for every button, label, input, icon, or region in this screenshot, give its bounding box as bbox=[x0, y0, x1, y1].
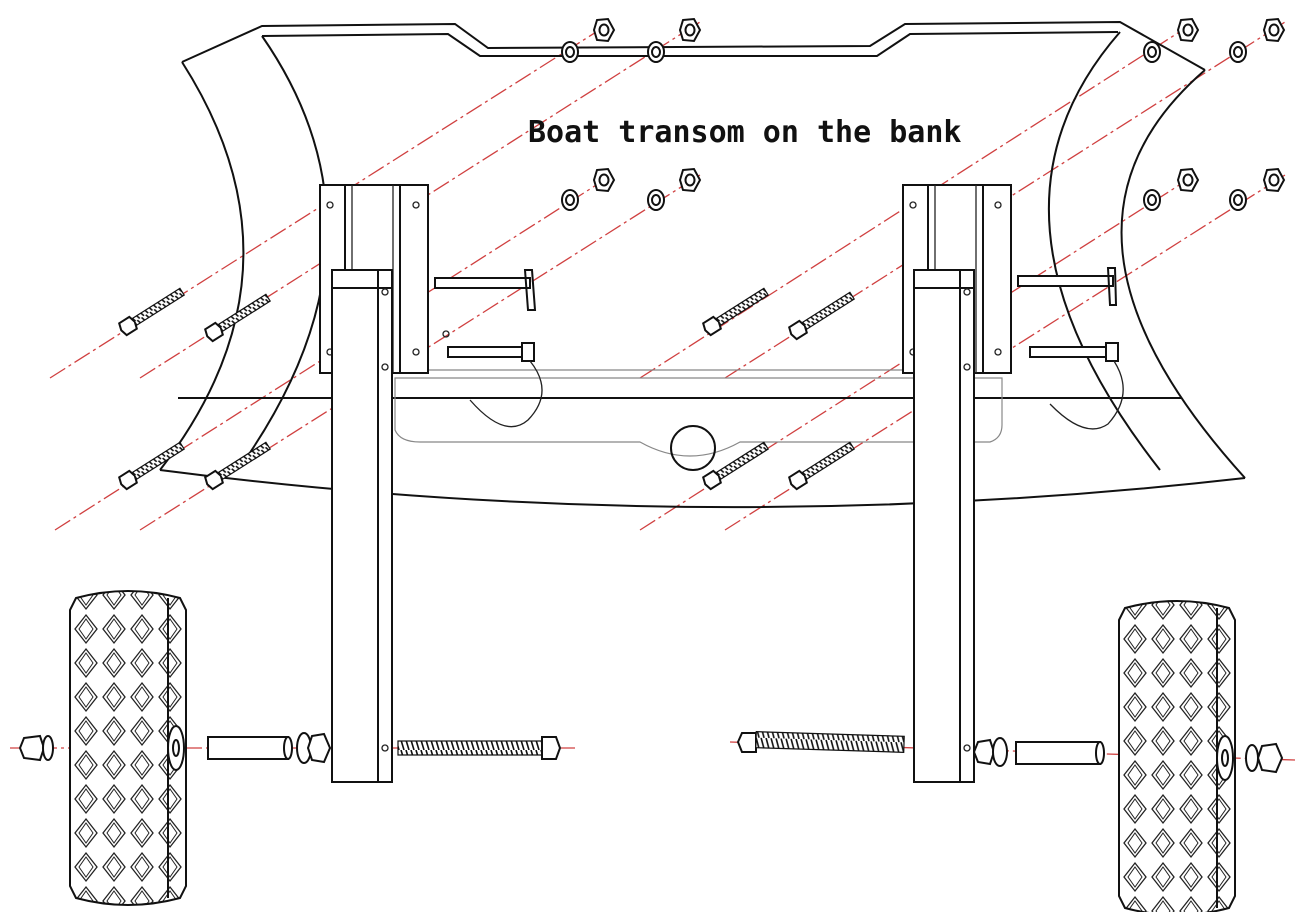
right-lock-pins bbox=[1017, 267, 1124, 430]
left-lock-pins bbox=[434, 269, 543, 428]
diagram-title: Boat transom on the bank bbox=[528, 115, 961, 150]
right-wheel bbox=[1118, 600, 1236, 912]
right-wheel-leg bbox=[913, 269, 975, 783]
right-axle-hardware bbox=[736, 731, 1284, 774]
left-wheel bbox=[69, 590, 187, 906]
boat-transom-outline bbox=[159, 20, 1246, 509]
transom-bolts bbox=[116, 284, 857, 492]
left-wheel-leg bbox=[331, 269, 393, 783]
left-axle-hardware bbox=[18, 732, 562, 764]
